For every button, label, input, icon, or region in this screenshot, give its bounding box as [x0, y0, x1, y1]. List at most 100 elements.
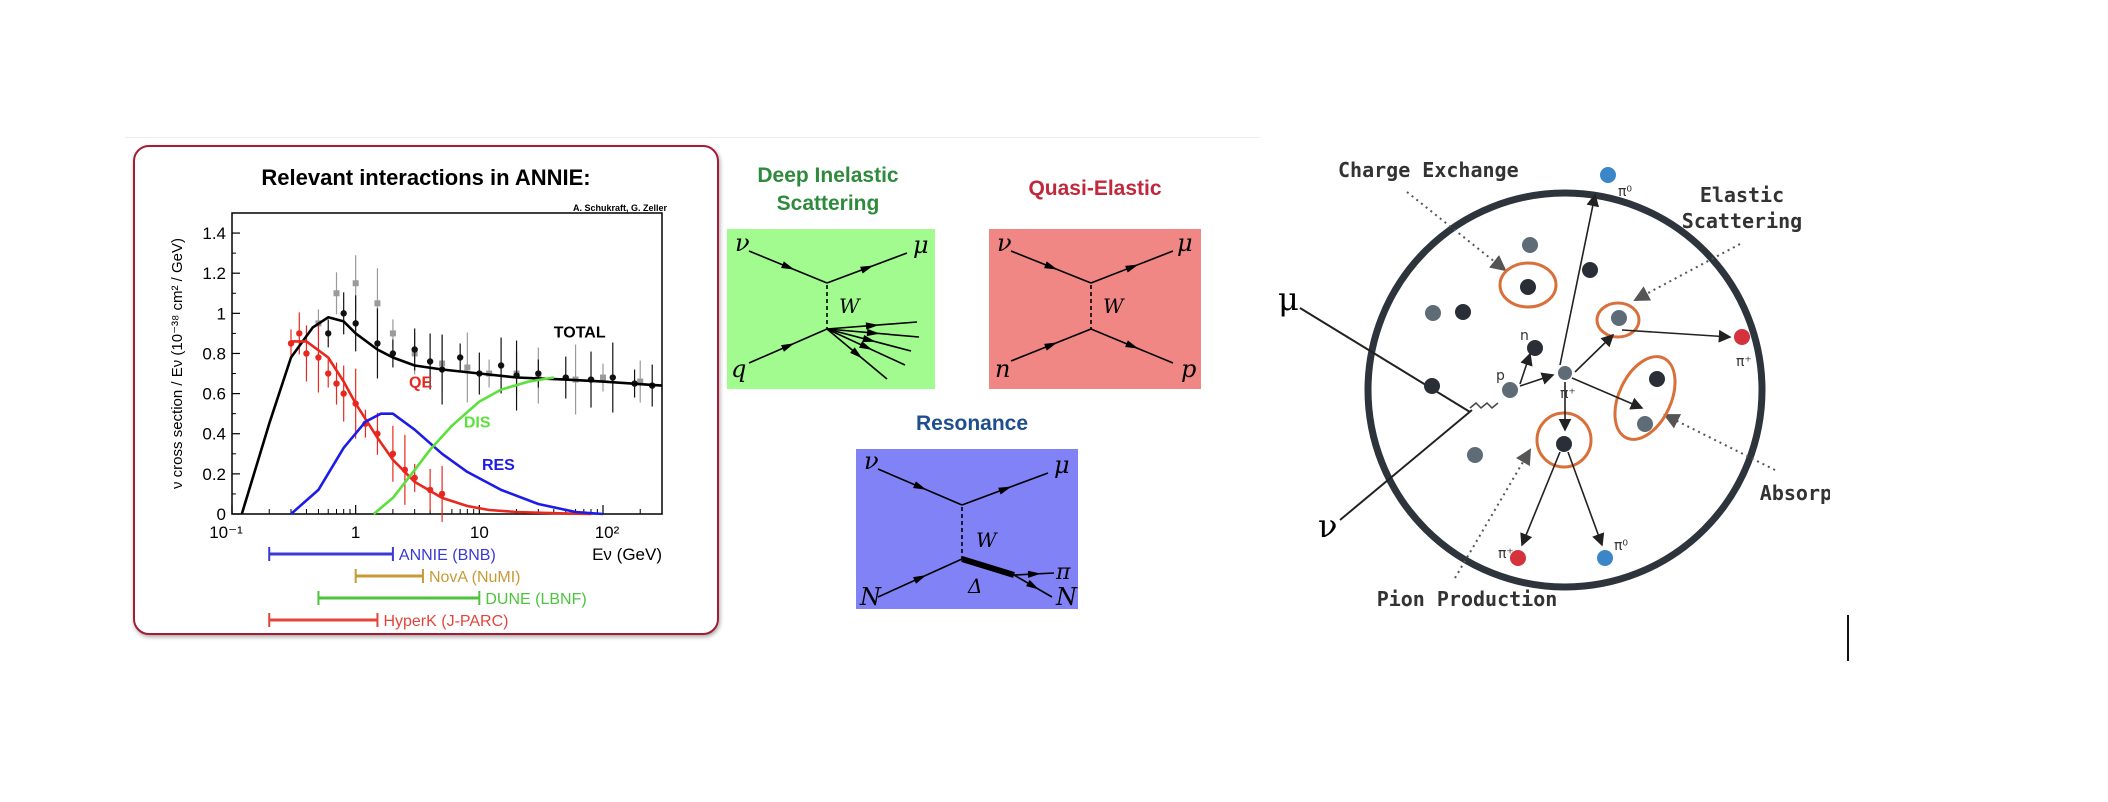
experiment-label: NovA (NuMI)	[429, 569, 521, 586]
qe-p-line-arrow	[1125, 340, 1139, 349]
series-dis-line	[372, 376, 555, 515]
gray-data-point	[637, 378, 644, 385]
gray-data-point	[333, 290, 340, 297]
series-total-line	[240, 316, 663, 515]
pion-plus-out-bottom-left	[1510, 550, 1526, 566]
y-tick-label: 0.6	[202, 385, 226, 404]
dis-title-line1: Deep Inelastic	[757, 164, 899, 187]
cross-section-panel: Relevant interactions in ANNIE: A. Schuk…	[133, 145, 719, 635]
gray-data-point	[389, 330, 396, 337]
black-data-point	[340, 310, 347, 317]
proton-p	[1502, 382, 1518, 398]
x-tick-label: 10²	[595, 523, 620, 542]
res-label-pi: π	[1055, 560, 1071, 585]
nucleon-dark	[1455, 304, 1471, 320]
res-label-n-in: N	[859, 583, 882, 609]
series-label-qe: QE	[409, 375, 432, 392]
pointer-absorption	[1663, 414, 1776, 471]
black-data-point	[352, 320, 359, 327]
red-data-point	[325, 370, 332, 377]
pion-production-ring	[1535, 411, 1593, 469]
nucleon-gray	[1611, 310, 1627, 326]
nucleus-boundary	[1364, 189, 1766, 591]
qe-title: Quasi-Elastic	[1028, 177, 1162, 200]
arrow-p-to-pi	[1519, 372, 1555, 387]
res-pi-line-arrow	[1027, 570, 1041, 578]
res-label-w: W	[976, 528, 998, 552]
dis-hadron-line-arrow	[866, 328, 880, 337]
gray-data-point	[464, 364, 471, 371]
plot-frame	[231, 212, 663, 515]
dis-label-mu: μ	[913, 231, 929, 259]
y-tick-label: 1	[217, 304, 226, 323]
pointer-elastic	[1633, 243, 1741, 301]
qe-mu-line-arrow	[1125, 264, 1139, 273]
neutron-n	[1527, 340, 1543, 356]
black-data-point	[456, 354, 464, 361]
label-absorption: Absorption	[1760, 481, 1830, 505]
label-nu: ν	[1318, 507, 1337, 545]
dis-mu-line-arrow	[860, 265, 874, 274]
y-tick-label: 1.4	[202, 224, 226, 243]
x-tick-label: 10	[470, 523, 489, 542]
panel-credit: A. Schukraft, G. Zeller	[572, 203, 667, 213]
res-label-delta: Δ	[967, 574, 982, 598]
series-label-res: RES	[482, 457, 515, 474]
series-label-dis: DIS	[464, 415, 491, 432]
qe-label-mu: μ	[1177, 229, 1193, 257]
elastic-ring	[1595, 301, 1641, 339]
nucleon-dark	[1556, 436, 1572, 452]
charge-exchange-ring	[1498, 261, 1558, 309]
arrow-to-pion-zero-bottom	[1567, 451, 1605, 547]
dis-hadron-line-arrow	[859, 341, 873, 350]
label-scattering: Scattering	[1682, 209, 1802, 233]
dis-label-q: q	[731, 355, 746, 383]
arrow-to-elastic	[1574, 333, 1615, 373]
res-n-in-line-arrow	[913, 575, 927, 584]
red-data-point	[296, 330, 303, 337]
black-data-point	[389, 350, 397, 357]
y-tick-label: 0.8	[202, 344, 226, 363]
y-tick-label: 0.2	[202, 465, 226, 484]
virtual-boson-wavy	[1469, 401, 1499, 410]
y-tick-label: 1.2	[202, 264, 226, 283]
dis-q-line-arrow	[781, 343, 795, 352]
y-axis-label: ν cross section / Eν (10⁻³⁸ cm² / GeV)	[169, 238, 186, 489]
nucleon-gray	[1425, 305, 1441, 321]
label-pi-zero-bottom: π⁰	[1614, 538, 1628, 554]
series-qe-line	[291, 340, 592, 516]
x-tick-label: 1	[351, 523, 360, 542]
nucleon-gray	[1522, 237, 1538, 253]
gray-data-point	[599, 374, 606, 381]
black-data-point	[535, 370, 542, 377]
dis-hadron-line-arrow	[862, 334, 876, 342]
qe-label-n: n	[995, 355, 1010, 383]
res-n-out-line-arrow	[1026, 579, 1040, 590]
res-mu-line-arrow	[998, 486, 1012, 495]
label-pi-plus-right: π⁺	[1736, 354, 1752, 370]
qe-label-p: p	[1181, 355, 1196, 383]
nucleus-diagram: Charge ExchangeElasticScatteringAbsorpti…	[1278, 158, 1830, 611]
dis-hadron-line-arrow	[865, 322, 879, 330]
dis-hadron-line-arrow	[850, 347, 863, 359]
dis-title-line2: Scattering	[776, 192, 880, 215]
nucleon-dark	[1649, 371, 1665, 387]
res-label-nu: ν	[864, 449, 879, 475]
pion-zero-intermediate	[1558, 366, 1572, 380]
dis-nu-line-arrow	[781, 261, 795, 270]
pion-zero-out-top	[1600, 167, 1616, 183]
dis-label-nu: ν	[735, 229, 750, 257]
black-data-point	[426, 358, 434, 365]
arrow-to-pion-plus-bottom	[1520, 451, 1561, 547]
black-data-point	[609, 374, 616, 381]
nucleon-dark	[1424, 378, 1440, 394]
nucleon-dark	[1582, 262, 1598, 278]
absorption-ring	[1613, 355, 1677, 441]
arrow-to-pion-plus-right	[1621, 329, 1732, 343]
nucleon-gray	[1467, 447, 1483, 463]
y-tick-label: 0	[217, 505, 226, 524]
label-charge-exchange: Charge Exchange	[1338, 158, 1519, 182]
